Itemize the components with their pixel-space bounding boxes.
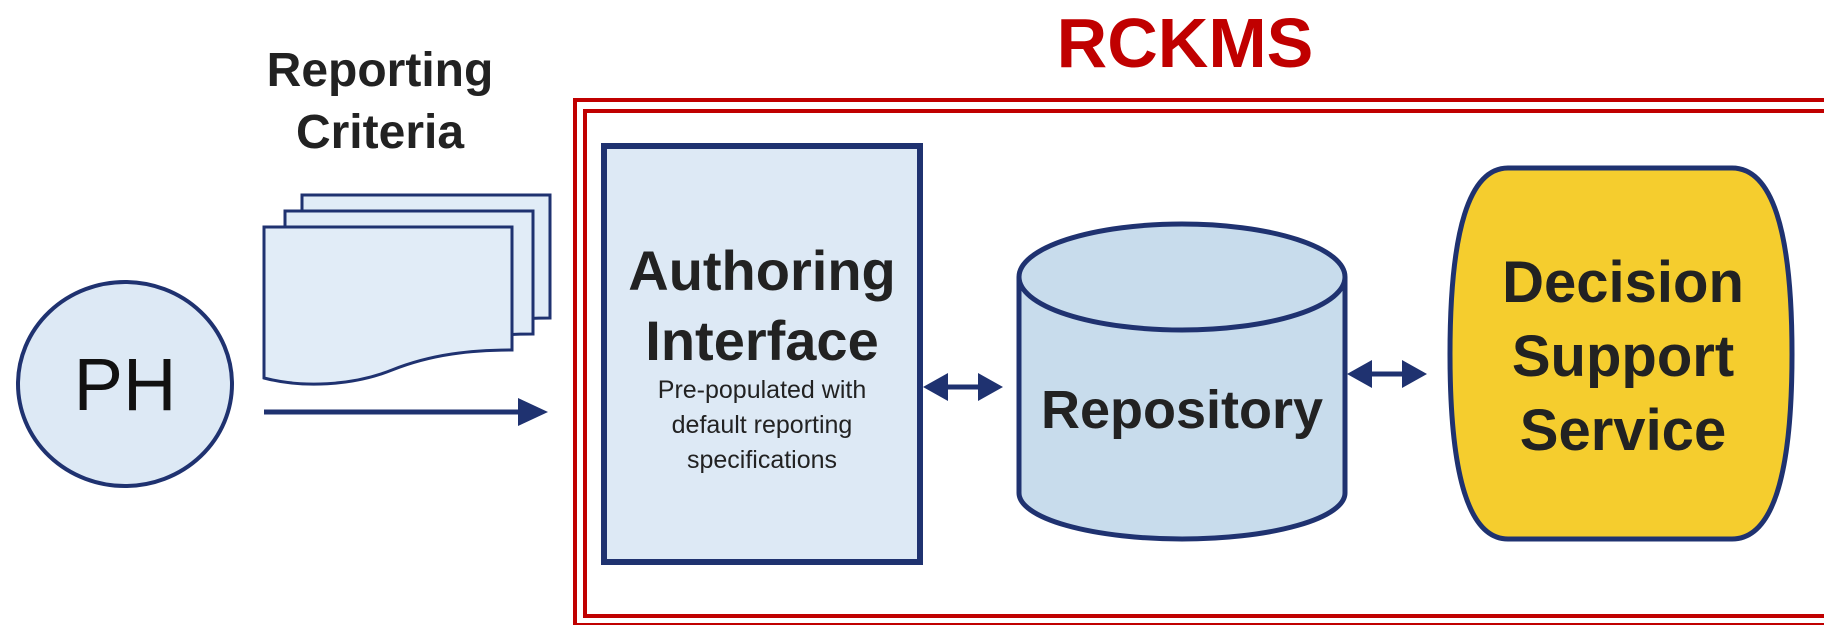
- double-arrow-icon: [923, 373, 1003, 401]
- dss-label-line2: Support: [1512, 324, 1734, 389]
- repository-cylinder: Repository: [1016, 221, 1348, 542]
- dss-label-line3: Service: [1520, 398, 1726, 463]
- decision-support-service-node: Decision Support Service: [1447, 165, 1795, 542]
- authoring-interface-box: Authoring Interface Pre-populated with d…: [601, 143, 923, 565]
- authoring-subtitle-line3: specifications: [687, 446, 837, 474]
- reporting-criteria-line1: Reporting: [267, 44, 494, 97]
- ph-node: PH: [16, 280, 234, 488]
- reporting-criteria-line2: Criteria: [296, 106, 464, 159]
- document-stack-icon: [262, 193, 552, 386]
- double-arrow-icon: [1347, 360, 1427, 388]
- title-rckms: RCKMS: [1057, 4, 1314, 82]
- dss-label-line1: Decision: [1502, 250, 1744, 315]
- ph-label: PH: [74, 343, 177, 426]
- authoring-subtitle-line2: default reporting: [672, 411, 853, 439]
- repository-label: Repository: [1041, 380, 1323, 440]
- rckms-frame: [573, 98, 1824, 625]
- authoring-subtitle-line1: Pre-populated with: [658, 376, 866, 404]
- authoring-title-line2: Interface: [645, 309, 878, 372]
- authoring-title-line1: Authoring: [628, 239, 895, 302]
- arrow-right-icon: [264, 398, 548, 426]
